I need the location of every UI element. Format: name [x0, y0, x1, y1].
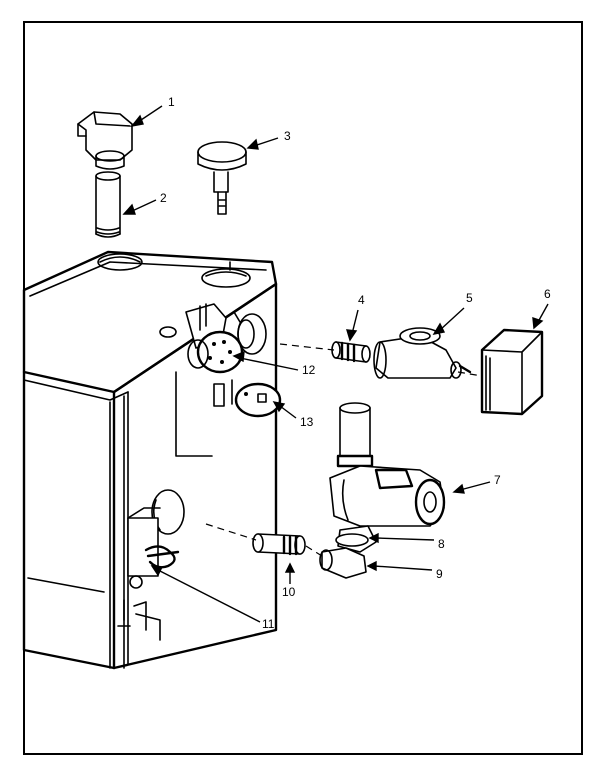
part-2-nipple [95, 171, 121, 238]
part-7-pump [329, 402, 446, 527]
control-assembly [185, 303, 282, 418]
part-3-gauge [197, 141, 247, 215]
boiler-cabinet [22, 250, 278, 670]
part-label-5: 5 [466, 291, 473, 305]
part-label-11: 11 [262, 617, 275, 631]
part-label-2: 2 [160, 191, 167, 205]
part-label-9: 9 [436, 567, 443, 581]
part-1-fitting [77, 111, 133, 170]
part-6-control-box [480, 328, 544, 416]
part-label-12: 12 [302, 363, 316, 377]
part-labels: 1 2 3 4 5 6 7 8 9 10 11 12 13 [160, 95, 551, 631]
part-label-1: 1 [168, 95, 175, 109]
part-label-6: 6 [544, 287, 551, 301]
alignment-lines [205, 343, 483, 557]
part-10-nipple [252, 533, 306, 556]
part-5-tee [373, 327, 472, 379]
part-label-4: 4 [358, 293, 365, 307]
part-label-7: 7 [494, 473, 501, 487]
part-label-3: 3 [284, 129, 291, 143]
part-label-8: 8 [438, 537, 445, 551]
part-8-9-flange-elbow [319, 525, 377, 579]
part-label-13: 13 [300, 415, 314, 429]
part-label-10: 10 [282, 585, 296, 599]
leader-arrows [122, 105, 549, 623]
part-4-nipple [331, 341, 371, 363]
